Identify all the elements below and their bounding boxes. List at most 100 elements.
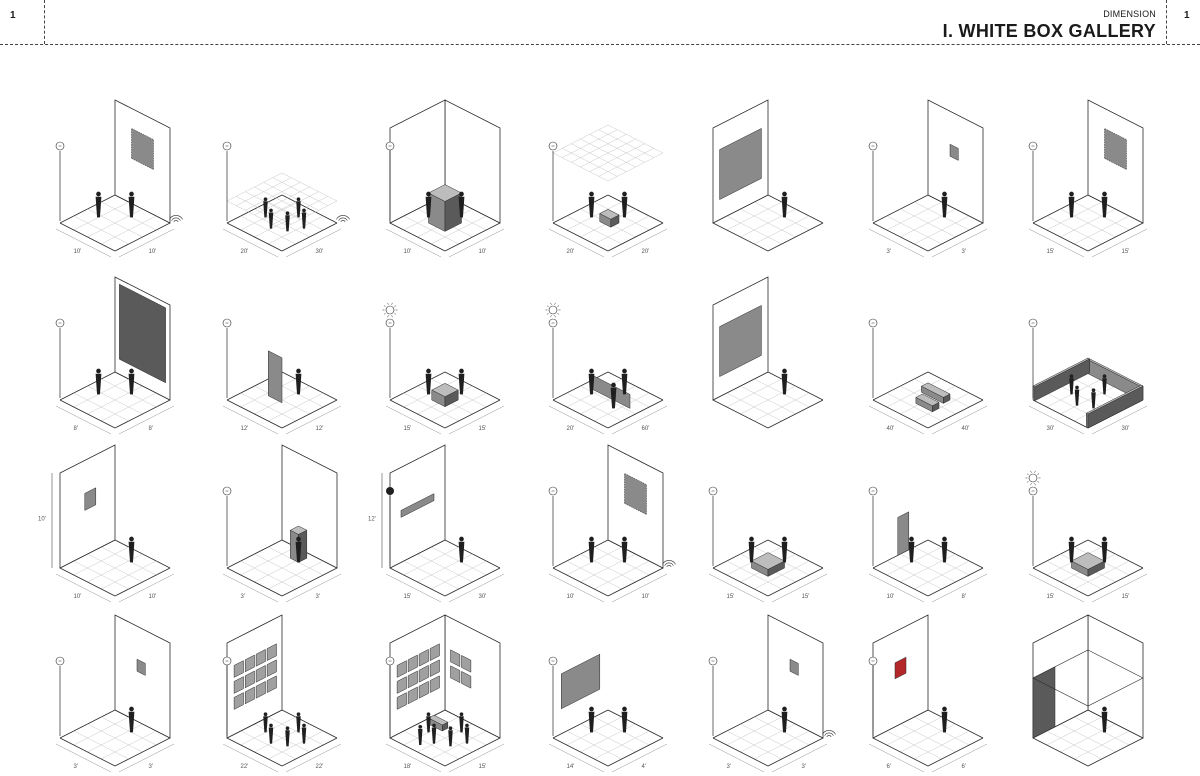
low-wall-face <box>1086 412 1089 429</box>
dimension-label-right: 15' <box>802 594 810 600</box>
wifi-icon <box>171 217 181 221</box>
floor-grid-line <box>914 215 970 245</box>
person-head <box>426 191 431 197</box>
floor-grid-line <box>886 560 942 590</box>
dimension-line <box>708 573 765 603</box>
diagram-3: 10'10' <box>385 99 505 258</box>
person-body <box>448 730 453 747</box>
dimension-line <box>385 573 442 603</box>
floor-grid-line <box>240 215 296 245</box>
floor-grid-line <box>927 222 984 252</box>
diagram-20: 10'8' <box>868 486 988 603</box>
person-head <box>782 706 787 712</box>
dark-lamp-icon <box>386 487 394 495</box>
person-head <box>1069 536 1074 542</box>
dimension-label-right: 15' <box>1122 249 1130 255</box>
floor-grid-line <box>1060 723 1116 753</box>
low-wall-side <box>1034 358 1090 402</box>
sun-ray <box>1026 481 1029 483</box>
floor-grid-line <box>914 392 970 422</box>
salon-frame <box>429 643 440 662</box>
dimension-line <box>931 405 988 435</box>
dimension-line <box>868 405 925 435</box>
floor-grid-line <box>254 723 310 753</box>
floor-grid-line <box>389 737 446 767</box>
wifi-icon <box>664 562 674 566</box>
floor-grid-line <box>389 222 446 252</box>
pedestal-top <box>599 209 620 220</box>
floor-grid-line <box>767 567 824 597</box>
dimension-line <box>118 405 175 435</box>
floor-grid-line <box>740 208 796 238</box>
salon-frame <box>461 654 472 673</box>
person-body <box>295 541 302 563</box>
person-head <box>1069 374 1074 379</box>
sun-ray <box>1034 483 1036 486</box>
person-head <box>1069 191 1074 197</box>
floor-grid-line <box>59 737 116 767</box>
salon-frame <box>407 670 418 689</box>
floor-grid-line <box>240 730 296 760</box>
dimension-line <box>285 228 342 258</box>
floor-grid-line <box>927 399 984 429</box>
dimension-line <box>1091 228 1148 258</box>
sun-ray <box>394 313 397 315</box>
diagram-24: 18'15' <box>385 614 505 773</box>
person-body <box>296 201 301 218</box>
shaded-wall <box>1032 666 1056 739</box>
small-artwork <box>136 658 146 676</box>
floor-grid-line <box>87 723 143 753</box>
dimension-line <box>1091 405 1148 435</box>
diagram-10: 15'15' <box>382 302 505 435</box>
dimension-line <box>285 573 342 603</box>
salon-frame <box>233 660 244 678</box>
floor-grid-line <box>594 392 650 422</box>
person-body <box>295 373 302 395</box>
dimension-label-right: 3' <box>802 764 806 770</box>
sun-ray <box>1037 481 1040 483</box>
dimension-label-right: 15' <box>1122 594 1130 600</box>
floor-grid-line <box>1032 222 1089 252</box>
dimension-label-left: 3' <box>74 764 78 770</box>
floor-grid-line <box>872 737 929 767</box>
dimension-label-left: 6' <box>887 764 891 770</box>
person-head <box>263 197 268 202</box>
wifi-icon <box>338 217 348 221</box>
low-wall-top <box>1032 357 1091 388</box>
sun-ray <box>557 313 560 315</box>
page-number-left: 1 <box>10 10 16 21</box>
person-head <box>782 536 787 542</box>
salon-frame <box>407 654 418 673</box>
red-artwork <box>894 656 907 680</box>
floor-grid-line <box>580 723 636 753</box>
person-head <box>1102 191 1107 197</box>
floor-grid-line <box>927 737 984 767</box>
person-body <box>941 711 948 733</box>
floor-grid-line <box>1087 737 1144 767</box>
sun-ray <box>387 302 389 305</box>
dimension-line <box>931 228 988 258</box>
dimension-line <box>868 573 925 603</box>
person-body <box>588 711 595 733</box>
person-body <box>263 201 268 218</box>
dotted-artwork <box>131 127 154 171</box>
floor-grid-line <box>73 215 129 245</box>
salon-frame <box>266 643 277 662</box>
dimension-label-right: 10' <box>149 249 157 255</box>
dimension-line <box>548 743 605 773</box>
diagram-2: 20'30' <box>222 141 350 258</box>
salon-frame <box>244 686 255 705</box>
dimension-label-left: 15' <box>404 594 412 600</box>
dimension-line <box>611 743 668 773</box>
dimension-line <box>548 573 605 603</box>
floor-grid-line <box>726 215 782 245</box>
floor-grid-line <box>389 399 446 429</box>
floor-grid-line <box>417 723 473 753</box>
salon-frame <box>396 660 407 678</box>
person-body <box>1101 541 1108 563</box>
dimension-label-right: 20' <box>642 249 650 255</box>
dimension-line <box>385 743 442 773</box>
person-body <box>621 711 628 733</box>
header-divider-right <box>1166 0 1167 44</box>
